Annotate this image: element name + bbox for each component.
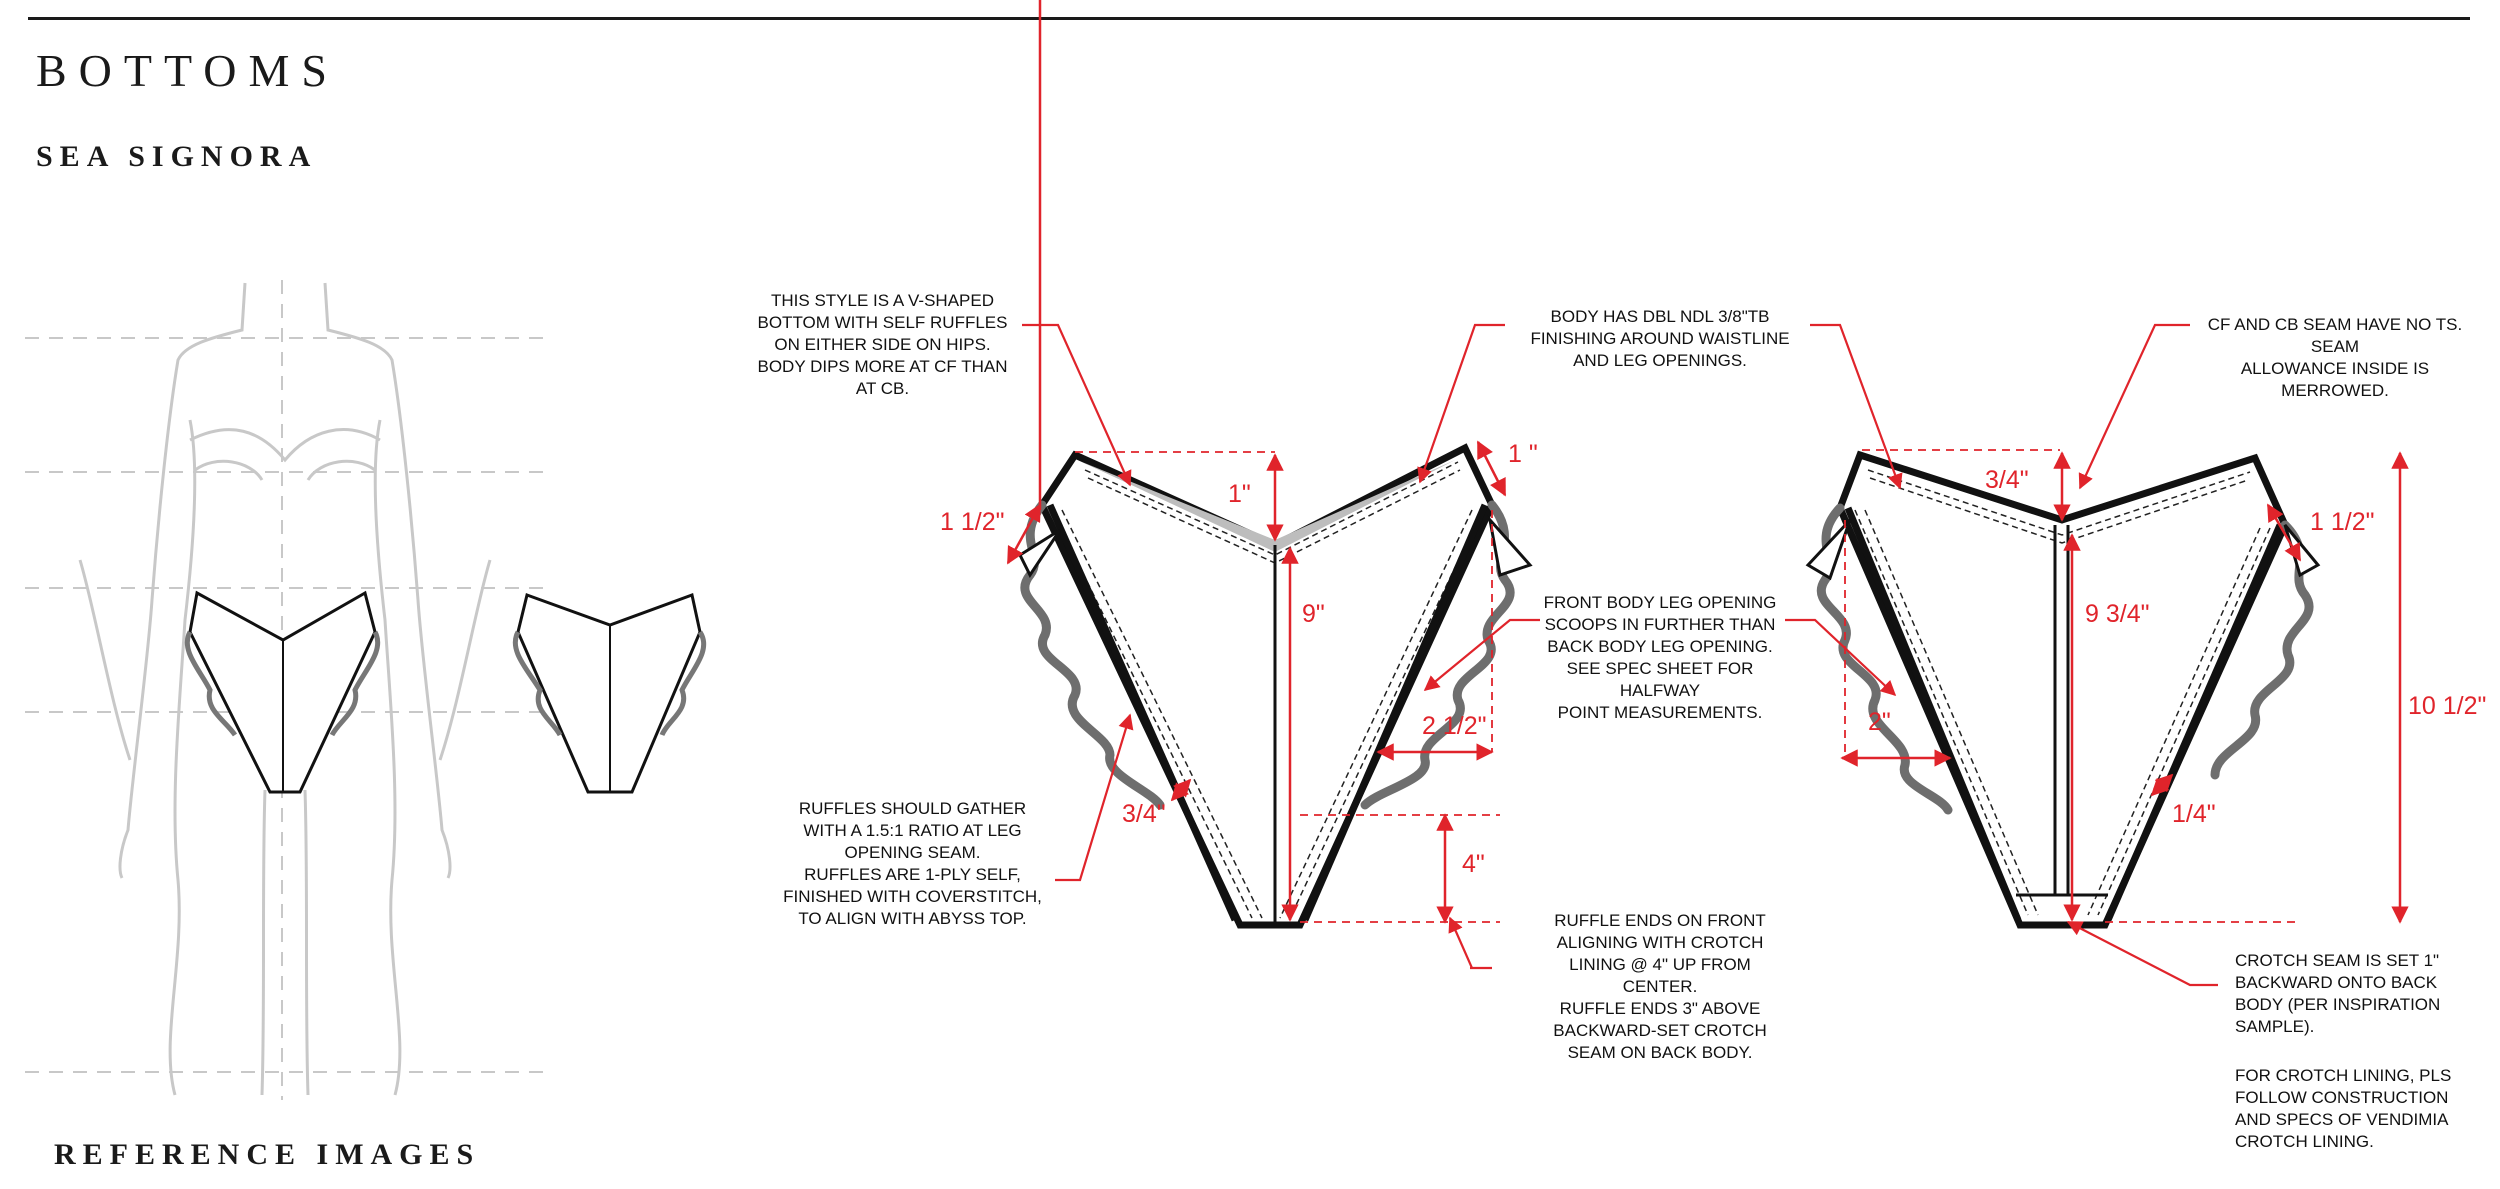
reference-croquis xyxy=(25,280,707,1100)
note-v-shape: THIS STYLE IS A V-SHAPED BOTTOM WITH SEL… xyxy=(757,291,1008,398)
back-ruffle-width-label: 1/4" xyxy=(2172,800,2216,828)
dimension-lines xyxy=(1006,0,2409,924)
front-ruffle-end-label: 4" xyxy=(1462,850,1485,878)
note-crotch-lining: FOR CROTCH LINING, PLS FOLLOW CONSTRUCTI… xyxy=(2235,1066,2452,1151)
note-cf-cb-seam: CF AND CB SEAM HAVE NO TS. SEAM ALLOWANC… xyxy=(2207,315,2463,400)
note-ruffle-ends: RUFFLE ENDS ON FRONT ALIGNING WITH CROTC… xyxy=(1553,911,1767,1062)
note-ruffles: RUFFLES SHOULD GATHER WITH A 1.5:1 RATIO… xyxy=(783,799,1042,928)
back-leg-scoop-label: 2" xyxy=(1868,708,1891,736)
back-cb-dip-label: 3/4" xyxy=(1985,466,2029,494)
note-crotch-seam: CROTCH SEAM IS SET 1" BACKWARD ONTO BACK… xyxy=(2235,951,2441,1036)
front-leg-scoop-label: 2 1/2" xyxy=(1422,712,1487,740)
reference-images-label: REFERENCE IMAGES xyxy=(54,1138,481,1171)
note-dbl-ndl: BODY HAS DBL NDL 3/8"TB FINISHING AROUND… xyxy=(1530,307,1790,370)
note-leg-opening: FRONT BODY LEG OPENING SCOOPS IN FURTHER… xyxy=(1543,593,1777,722)
back-center-length-label: 9 3/4" xyxy=(2085,600,2150,628)
callout-leaders xyxy=(1022,323,2218,987)
back-view-garment xyxy=(1805,450,2321,929)
front-ruffle-width-label: 3/4" xyxy=(1122,800,1166,828)
style-name: SEA SIGNORA xyxy=(36,140,318,173)
back-total-length-label: 10 1/2" xyxy=(2408,692,2487,720)
front-view-thumbnail xyxy=(184,590,381,794)
front-view-garment xyxy=(1018,443,1533,929)
back-view-thumbnail xyxy=(512,592,707,794)
front-cf-dip-label: 1" xyxy=(1228,480,1251,508)
front-side-height-label: 1 1/2" xyxy=(940,508,1005,536)
front-center-length-label: 9" xyxy=(1302,600,1325,628)
header-rule xyxy=(28,17,2470,20)
page-title: BOTTOMS xyxy=(36,45,339,96)
back-side-height-label: 1 1/2" xyxy=(2310,508,2375,536)
figure-body-outline xyxy=(78,282,492,1096)
front-right-waist-label: 1 " xyxy=(1508,440,1538,468)
